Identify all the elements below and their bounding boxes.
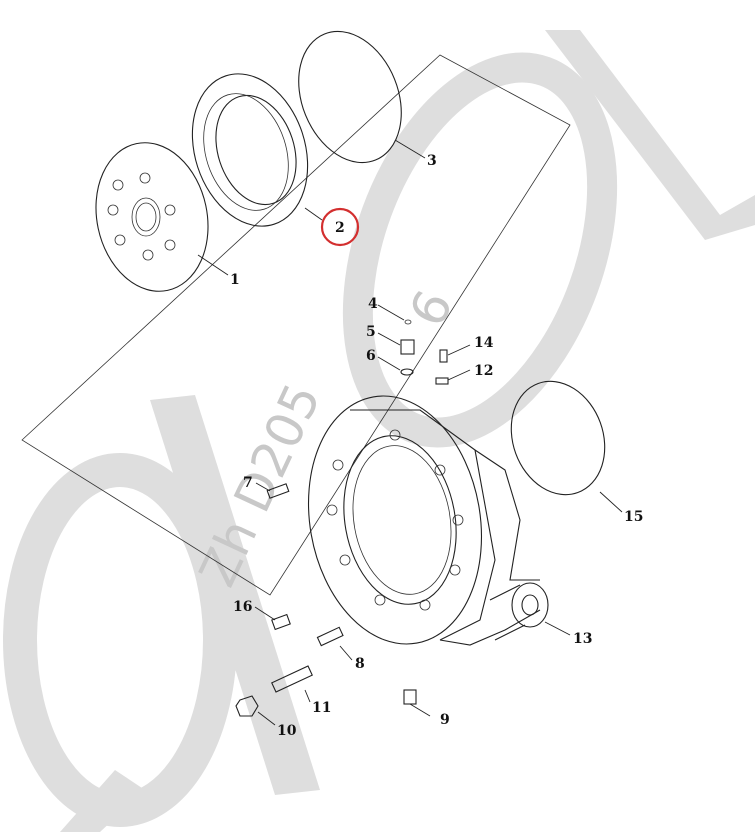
callout-1-label: 1 xyxy=(230,272,240,288)
callout-16-label: 16 xyxy=(233,599,252,615)
watermark-slash xyxy=(150,395,320,795)
callout-12-label: 12 xyxy=(474,363,493,379)
callout-labels: 1 2 3 4 5 6 7 8 9 10 11 12 13 14 15 16 xyxy=(230,153,643,739)
part-2-friction-ring xyxy=(191,73,309,227)
callout-15-label: 15 xyxy=(624,509,643,525)
callout-8-label: 8 xyxy=(355,656,365,672)
part-13-pivot xyxy=(489,582,549,641)
callout-7-label: 7 xyxy=(243,475,253,491)
callout-6-label: 6 xyxy=(366,348,376,364)
leader-lines xyxy=(197,139,623,726)
watermark-o-mid xyxy=(342,52,618,448)
callout-13-label: 13 xyxy=(573,631,592,647)
assembly-plane-outline xyxy=(21,54,571,596)
callout-3-label: 3 xyxy=(427,153,437,169)
callout-5-label: 5 xyxy=(366,324,376,340)
callout-9-label: 9 xyxy=(440,712,450,728)
callout-2-label: 2 xyxy=(335,220,345,236)
part-15-o-ring xyxy=(510,380,606,496)
watermark-bottom-stroke xyxy=(60,770,145,832)
part-3-o-ring xyxy=(298,30,402,164)
watermark: Zh D205 6 xyxy=(3,30,755,832)
watermark-l xyxy=(545,30,755,240)
main-housing xyxy=(307,395,541,646)
callout-4-label: 4 xyxy=(368,296,378,312)
callout-14-label: 14 xyxy=(474,335,494,351)
part-1-drive-plate xyxy=(95,142,209,292)
small-parts-fittings xyxy=(400,319,449,385)
watermark-tail-glyph: 6 xyxy=(398,282,464,335)
callout-2-highlight-ring xyxy=(320,207,360,247)
callout-11-label: 11 xyxy=(312,700,331,716)
callout-10-label: 10 xyxy=(277,723,297,739)
